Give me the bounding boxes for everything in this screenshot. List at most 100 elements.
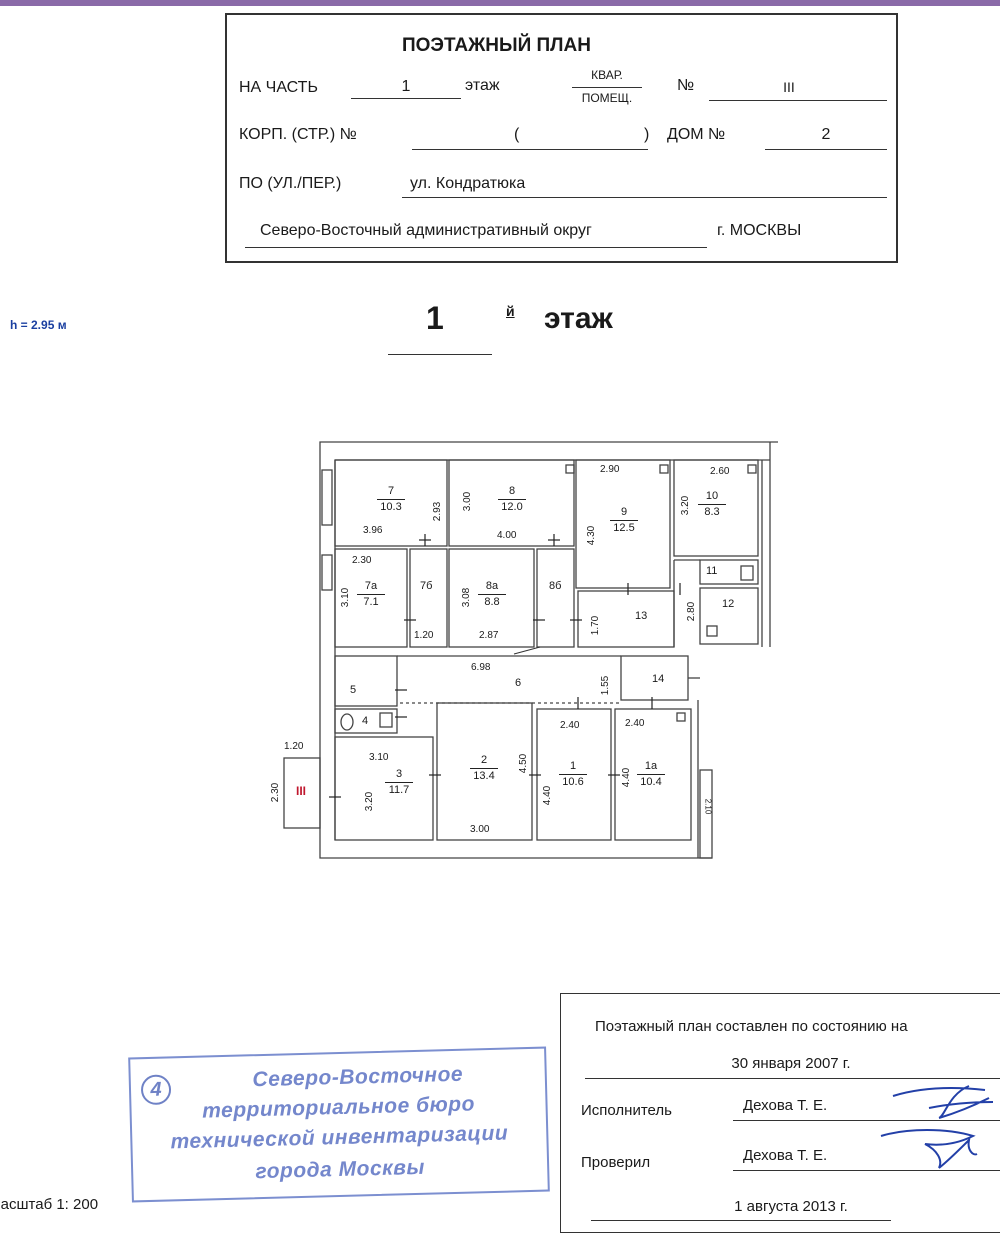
stamp-line: города Москвы bbox=[255, 1155, 426, 1184]
room-fraction-line bbox=[698, 504, 726, 505]
dim-label: 2.40 bbox=[560, 720, 580, 731]
room-number: 9 bbox=[620, 506, 628, 518]
dom-underline bbox=[765, 149, 887, 150]
checker-underline bbox=[733, 1170, 1000, 1171]
stamp-line: технической инвентаризации bbox=[170, 1121, 509, 1154]
room-number: 1 bbox=[569, 760, 577, 772]
dim-label: 4.30 bbox=[586, 525, 598, 546]
dim-label: 3.00 bbox=[462, 491, 474, 512]
dim-label: 2.93 bbox=[432, 501, 444, 522]
checker-signature bbox=[880, 1129, 978, 1169]
room-label-7b: 7б bbox=[420, 580, 433, 592]
street-label: ПО (УЛ./ПЕР.) bbox=[239, 175, 342, 192]
room-label-8a: 8а 8.8 bbox=[477, 580, 507, 609]
room-label-13: 13 bbox=[635, 610, 648, 622]
room-label-8b: 8б bbox=[549, 580, 562, 592]
room-fraction-line bbox=[385, 782, 413, 783]
pomesch-label: ПОМЕЩ. bbox=[581, 91, 633, 105]
floor-word: этаж bbox=[465, 77, 500, 94]
room-number: 7а bbox=[364, 580, 378, 592]
room-fraction-line bbox=[637, 774, 665, 775]
room-number: 7 bbox=[387, 485, 395, 497]
part-underline bbox=[351, 98, 461, 99]
dim-label: 1.20 bbox=[284, 741, 304, 752]
part-label: НА ЧАСТЬ bbox=[239, 79, 318, 96]
state-date: 30 января 2007 г. bbox=[731, 1055, 851, 1072]
no-underline bbox=[709, 100, 887, 101]
room-number: 1а bbox=[644, 760, 658, 772]
korp-value: ( bbox=[514, 126, 520, 143]
kvar-divider bbox=[572, 87, 642, 88]
floor-number: 1 bbox=[426, 300, 444, 336]
checker-name: Дехова Т. Е. bbox=[743, 1147, 828, 1164]
room-number: 8 bbox=[508, 485, 516, 497]
dim-label: 1.55 bbox=[600, 675, 612, 696]
no-value: III bbox=[783, 79, 795, 95]
stamp-line: Северо-Восточное bbox=[252, 1062, 464, 1092]
room-label-8: 8 12.0 bbox=[497, 485, 527, 514]
info-box: Поэтажный план составлен по состоянию на… bbox=[560, 993, 1000, 1233]
room-number: 2 bbox=[480, 754, 488, 766]
room-fraction-line bbox=[478, 594, 506, 595]
executor-label: Исполнитель bbox=[581, 1102, 672, 1119]
room-number: 3 bbox=[395, 768, 403, 780]
room-label-2: 2 13.4 bbox=[469, 754, 499, 783]
ceiling-height: h = 2.95 м bbox=[10, 318, 67, 332]
floor-number-underline bbox=[388, 354, 492, 355]
room-fraction-line bbox=[470, 768, 498, 769]
room-fraction-line bbox=[377, 499, 405, 500]
room-label-11: 11 bbox=[706, 565, 718, 577]
dim-label: 2.90 bbox=[600, 464, 620, 475]
check-date: 1 августа 2013 г. bbox=[734, 1198, 848, 1215]
executor-name: Дехова Т. Е. bbox=[743, 1097, 828, 1114]
room-label-12: 12 bbox=[722, 598, 735, 610]
executor-signature bbox=[892, 1085, 994, 1119]
korp-close: ) bbox=[644, 126, 650, 143]
dim-label: 2.30 bbox=[352, 555, 372, 566]
plan-door-marks bbox=[329, 534, 681, 798]
entrance-mark: III bbox=[296, 784, 307, 798]
dim-label: 2.10 bbox=[703, 798, 713, 815]
room-label-10: 10 8.3 bbox=[697, 490, 727, 519]
city-value: г. МОСКВЫ bbox=[717, 222, 802, 239]
plan-stair-mark bbox=[513, 646, 541, 655]
dim-label: 3.10 bbox=[340, 587, 352, 608]
dim-label: 1.70 bbox=[590, 615, 602, 636]
state-text: Поэтажный план составлен по состоянию на bbox=[595, 1018, 908, 1035]
room-number: 8а bbox=[485, 580, 499, 592]
top-border bbox=[0, 0, 1000, 6]
room-area: 11.7 bbox=[388, 784, 410, 796]
plan-walls bbox=[283, 441, 778, 859]
dim-label: 3.20 bbox=[364, 791, 376, 812]
room-number: 10 bbox=[705, 490, 719, 502]
district-underline bbox=[245, 247, 707, 248]
room-area: 8.8 bbox=[484, 596, 500, 608]
dim-label: 3.10 bbox=[369, 752, 389, 763]
executor-underline bbox=[733, 1120, 1000, 1121]
checker-label: Проверил bbox=[581, 1154, 651, 1171]
room-area: 10.6 bbox=[562, 776, 584, 788]
room-fraction-line bbox=[357, 594, 385, 595]
state-date-underline bbox=[585, 1078, 1000, 1079]
kvar-label: КВАР. bbox=[591, 68, 623, 82]
room-label-3: 3 11.7 bbox=[384, 768, 414, 797]
room-label-1: 1 10.6 bbox=[558, 760, 588, 789]
room-area: 13.4 bbox=[473, 770, 495, 782]
dim-label: 2.80 bbox=[686, 601, 698, 622]
room-label-7a: 7а 7.1 bbox=[356, 580, 386, 609]
part-value: 1 bbox=[401, 78, 411, 95]
dim-label: 3.96 bbox=[363, 525, 383, 536]
korp-underline bbox=[412, 149, 648, 150]
dim-label: 2.60 bbox=[710, 466, 730, 477]
stamp-line: территориальное бюро bbox=[201, 1092, 476, 1123]
room-fraction-line bbox=[559, 774, 587, 775]
no-label: № bbox=[677, 77, 695, 94]
floor-word-heading: этаж bbox=[544, 302, 613, 335]
room-fraction-line bbox=[498, 499, 526, 500]
korp-label: КОРП. (СТР.) № bbox=[239, 126, 357, 143]
title-block: ПОЭТАЖНЫЙ ПЛАН НА ЧАСТЬ 1 этаж КВАР. ПОМ… bbox=[225, 13, 898, 263]
dim-label: 6.98 bbox=[471, 662, 491, 673]
room-area: 8.3 bbox=[704, 506, 720, 518]
street-underline bbox=[402, 197, 887, 198]
